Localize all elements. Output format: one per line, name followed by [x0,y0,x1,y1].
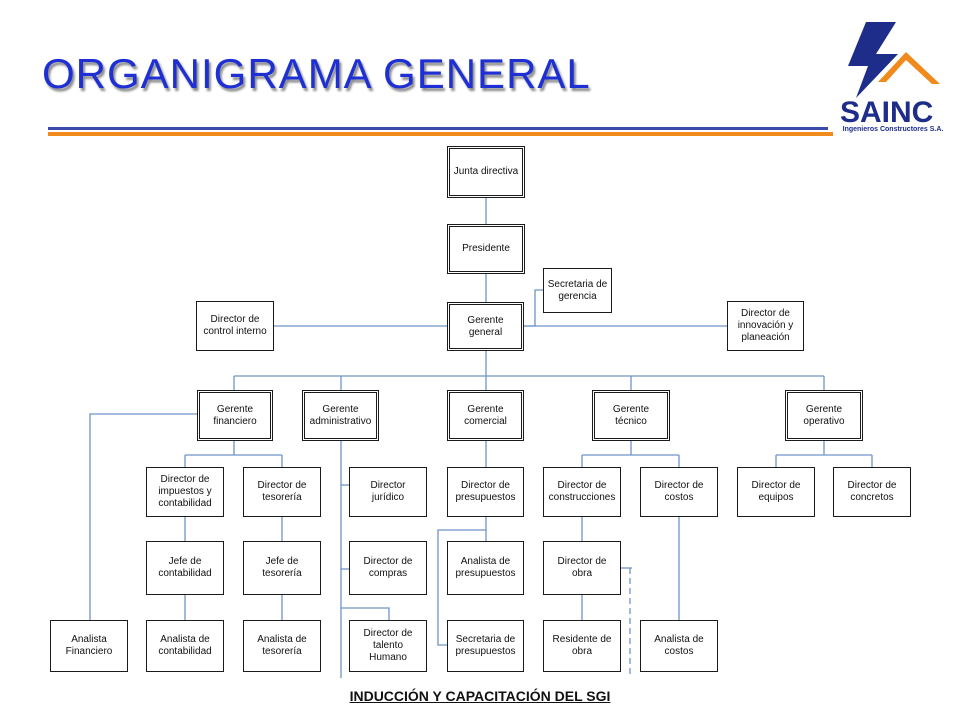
logo-roof-icon [878,52,940,84]
org-box-junta-directiva: Junta directiva [447,146,525,198]
org-box-analista-contabilidad: Analista de contabilidad [146,620,224,672]
logo-subtitle: Ingenieros Constructores S.A. [842,126,944,133]
org-box-director-impuestos: Director de impuestos y contabilidad [146,467,224,517]
org-box-secretaria-gerencia: Secretaria de gerencia [543,268,612,313]
org-box-residente-obra: Residente de obra [543,620,621,672]
org-box-director-tesoreria: Director de tesorería [243,467,321,517]
org-box-gerente-general: Gerente general [447,302,524,351]
org-box-director-compras: Director de compras [349,541,427,595]
org-box-presidente: Presidente [447,224,525,274]
org-box-analista-costos: Analista de costos [640,620,718,672]
company-logo: SAINC [840,22,940,129]
org-box-jefe-contabilidad: Jefe de contabilidad [146,541,224,595]
footer-caption: INDUCCIÓN Y CAPACITACIÓN DEL SGI [349,688,611,704]
org-box-gerente-financiero: Gerente financiero [197,390,273,441]
org-box-gerente-administrativo: Gerente administrativo [302,390,379,441]
org-box-director-obra: Director de obra [543,541,621,595]
title-divider-orange [48,132,833,136]
org-box-gerente-operativo: Gerente operativo [785,390,863,441]
org-box-secretaria-presupuestos: Secretaria de presupuestos [447,620,524,672]
org-box-director-equipos: Director de equipos [737,467,815,517]
org-box-analista-financiero: Analista Financiero [50,620,128,672]
page-title: ORGANIGRAMA GENERAL [42,50,591,97]
org-box-director-construcciones: Director de construcciones [543,467,621,517]
logo-bolt-icon [848,22,898,98]
org-box-analista-tesoreria: Analista de tesorería [243,620,321,672]
org-box-analista-presupuestos: Analista de presupuestos [447,541,524,595]
org-box-director-innovacion: Director de innovación y planeación [727,301,804,351]
logo-wordmark: SAINC [840,96,933,129]
org-box-gerente-tecnico: Gerente técnico [592,390,670,441]
org-box-gerente-comercial: Gerente comercial [447,390,524,441]
org-box-director-presupuestos: Director de presupuestos [447,467,524,517]
org-box-director-control-interno: Director de control interno [196,301,274,351]
org-box-director-juridico: Director jurídico [349,467,427,517]
org-box-director-concretos: Director de concretos [833,467,911,517]
org-box-director-costos: Director de costos [640,467,718,517]
title-divider-blue [48,127,828,130]
org-box-director-talento-humano: Director de talento Humano [349,620,427,672]
org-box-jefe-tesoreria: Jefe de tesorería [243,541,321,595]
